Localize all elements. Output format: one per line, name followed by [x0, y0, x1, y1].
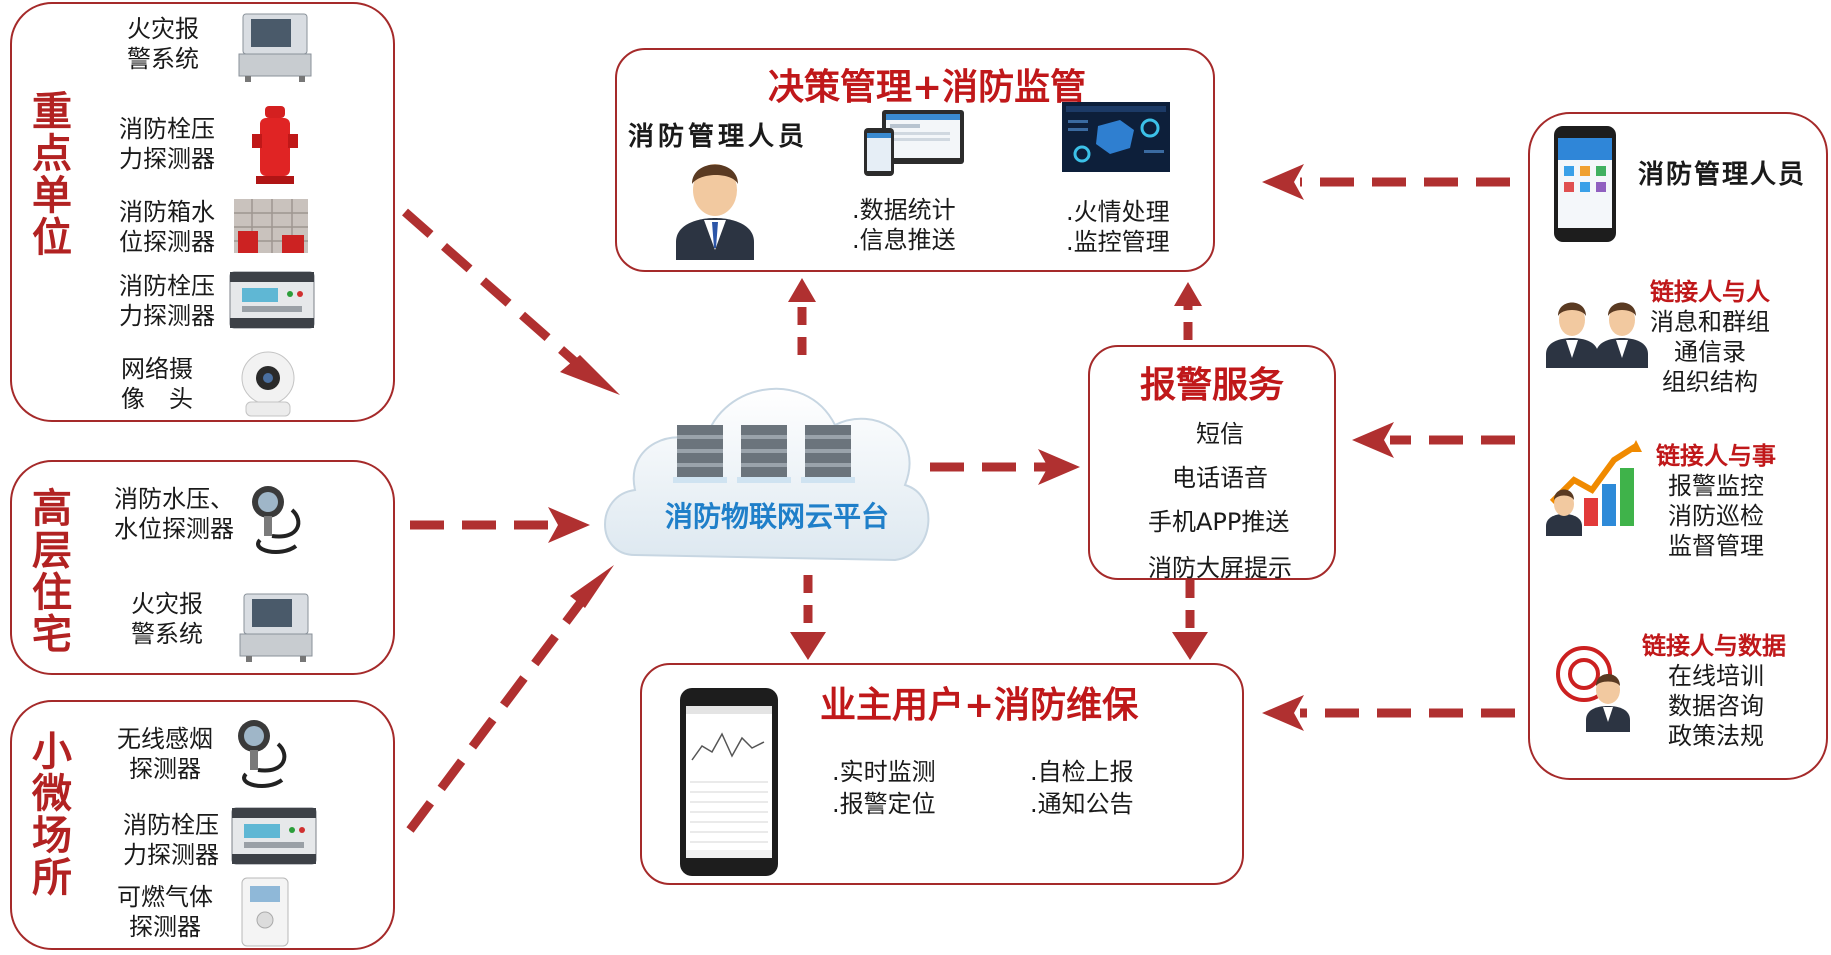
target-person-icon	[1556, 640, 1636, 732]
device-label: 消防栓压力探测器	[119, 272, 215, 330]
link-data-item: 在线培训	[1668, 662, 1764, 690]
owner-col2-item: .通知公告	[1030, 790, 1134, 818]
decision-col1-item: .信息推送	[852, 226, 956, 254]
small-venues-panel	[10, 700, 395, 950]
device-label: 火灾报警系统	[127, 15, 199, 73]
link-people-item: 消息和群组	[1650, 308, 1770, 336]
owner-col1-item: .实时监测	[832, 758, 936, 786]
cloud-platform	[604, 387, 930, 562]
device-label: 消防栓压力探测器	[119, 115, 215, 173]
alarm-service-item: 手机APP推送	[1148, 508, 1290, 536]
water-tank-icon	[232, 195, 310, 257]
decision-title: 决策管理+消防监管	[768, 67, 1087, 108]
fire-alarm-console-icon	[236, 590, 316, 664]
growth-chart-person-icon	[1544, 440, 1644, 536]
small-venues-title: 小微场所	[25, 730, 71, 898]
decision-col1-item: .数据统计	[852, 196, 956, 224]
control-module-icon	[228, 270, 316, 330]
device-label: 网络摄像 头	[121, 355, 193, 413]
device-label: 无线感烟探测器	[117, 725, 213, 783]
link-people-item: 组织结构	[1662, 368, 1758, 396]
smartphone-icon	[1552, 124, 1618, 244]
link-data-item: 数据咨询	[1668, 692, 1764, 720]
link-events-item: 消防巡检	[1668, 502, 1764, 530]
pressure-sensor-icon	[240, 480, 310, 560]
two-people-icon	[1544, 296, 1650, 368]
gas-detector-icon	[240, 876, 290, 948]
control-module-icon	[230, 806, 318, 866]
dashboard-devices-icon	[862, 106, 967, 178]
device-label: 可燃气体探测器	[117, 883, 213, 941]
decision-person-label: 消防管理人员	[628, 122, 809, 152]
device-label: 火灾报警系统	[131, 590, 203, 648]
highrise-panel	[10, 460, 395, 675]
device-label: 消防箱水位探测器	[119, 198, 215, 256]
link-events-item: 报警监控	[1668, 472, 1764, 500]
link-data-title: 链接人与数据	[1642, 632, 1786, 660]
alarm-service-item: 电话语音	[1172, 464, 1268, 492]
fire-alarm-console-icon	[235, 10, 315, 84]
key-units-title: 重点单位	[25, 90, 71, 258]
owner-maintenance-title: 业主用户+消防维保	[820, 685, 1139, 726]
mobile-app-icon	[678, 686, 780, 878]
alarm-service-item: 消防大屏提示	[1148, 554, 1292, 582]
decision-col2-item: .火情处理	[1066, 198, 1170, 226]
alarm-service-item: 短信	[1196, 420, 1244, 448]
highrise-title: 高层住宅	[25, 487, 71, 655]
key-units-panel	[10, 2, 395, 422]
owner-col2-item: .自检上报	[1030, 758, 1134, 786]
link-events-title: 链接人与事	[1656, 442, 1776, 470]
link-data-item: 政策法规	[1668, 722, 1764, 750]
alarm-service-box	[1088, 345, 1336, 580]
monitor-screen-icon	[1060, 100, 1172, 174]
link-people-item: 通信录	[1674, 338, 1746, 366]
arrow-key-units-to-cloud	[402, 208, 593, 379]
decision-col2-item: .监控管理	[1066, 228, 1170, 256]
smoke-detector-icon	[226, 714, 296, 794]
owner-col1-item: .报警定位	[832, 790, 936, 818]
fire-hydrant-icon	[250, 104, 300, 186]
link-people-title: 链接人与人	[1650, 278, 1770, 306]
arrow-small-to-cloud	[406, 587, 594, 833]
link-events-item: 监督管理	[1668, 532, 1764, 560]
alarm-service-title: 报警服务	[1140, 365, 1285, 406]
cloud-platform-label: 消防物联网云平台	[665, 500, 890, 533]
right-manager-label: 消防管理人员	[1638, 160, 1807, 190]
network-camera-icon	[238, 350, 298, 418]
device-label: 消防水压、水位探测器	[114, 485, 234, 543]
manager-avatar-icon	[670, 150, 760, 260]
device-label: 消防栓压力探测器	[123, 811, 219, 869]
